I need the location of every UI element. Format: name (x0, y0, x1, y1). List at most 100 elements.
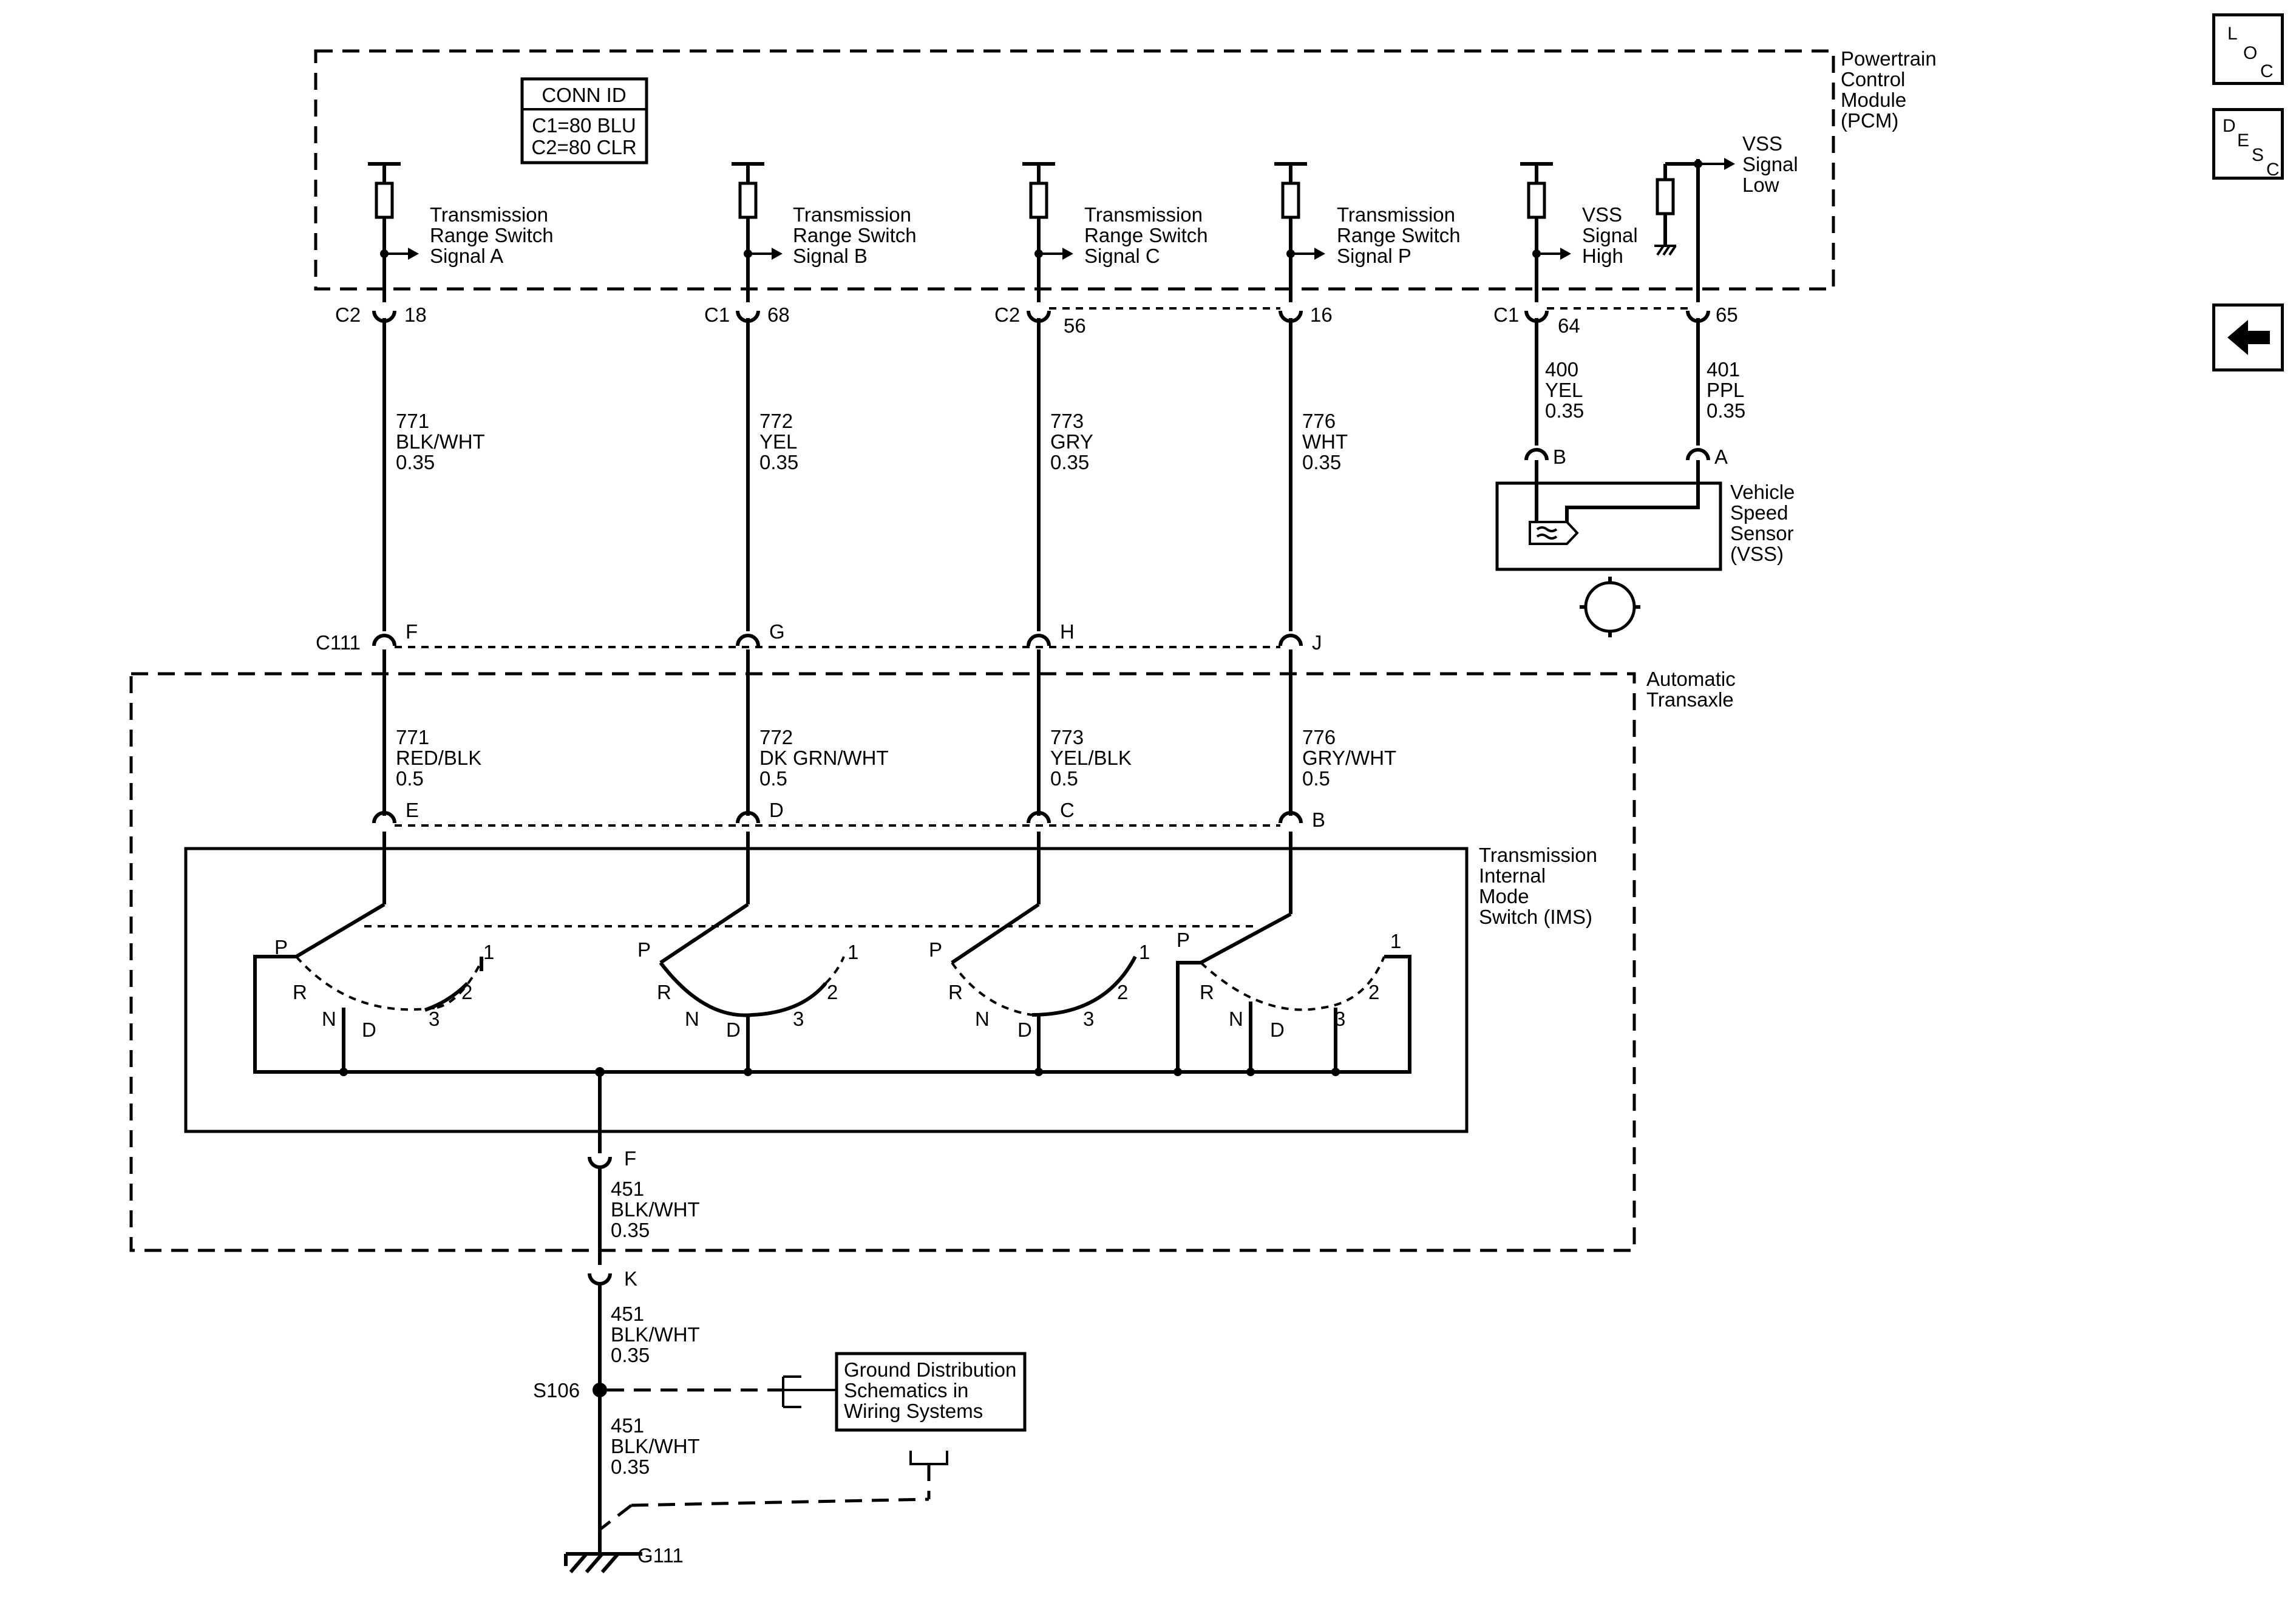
wire-771-upper-gauge: 0.35 (396, 451, 435, 473)
chassis-ground-icon (1654, 245, 1677, 256)
pcm-label-2: Control (1841, 68, 1905, 90)
conn-id-line-2: C2=80 CLR (531, 136, 636, 158)
wire-400-color: YEL (1545, 379, 1583, 401)
signal-a-label-3: Signal A (430, 245, 503, 267)
switch-c-positions: P R N D 3 2 1 (929, 938, 1150, 1041)
wire-451-a-color: BLK/WHT (611, 1198, 700, 1221)
signal-c-label-1: Transmission (1084, 203, 1203, 226)
desc-letter-c: C (2266, 160, 2280, 180)
wire-776-lower-color: GRY/WHT (1302, 747, 1396, 769)
wire-771-lower-gauge: 0.5 (396, 767, 424, 790)
signal-b-label-1: Transmission (793, 203, 911, 226)
svg-text:R: R (948, 981, 963, 1003)
loc-button[interactable]: L O C (2212, 13, 2284, 85)
pcm-circuit-signal-c: Transmission Range Switch Signal C (1022, 162, 1208, 302)
signal-c-label-3: Signal C (1084, 245, 1160, 267)
ims-pin-d: D (769, 799, 784, 821)
ims-label-1: Transmission (1479, 844, 1597, 866)
pcm-circuit-vss-high: VSS Signal High (1520, 162, 1638, 302)
svg-text:2: 2 (827, 981, 838, 1003)
vss-low-label-3: Low (1742, 174, 1779, 196)
svg-text:1: 1 (1139, 941, 1150, 963)
wire-400-gauge: 0.35 (1545, 399, 1584, 422)
pcm-label-4: (PCM) (1841, 109, 1898, 132)
conn-id-title: CONN ID (542, 84, 626, 106)
back-arrow-icon (2227, 320, 2270, 355)
vss-pin-b: B (1553, 446, 1566, 468)
conn-id-box: CONN ID C1=80 BLU C2=80 CLR (520, 77, 648, 164)
wire-776-lower-gauge: 0.5 (1302, 767, 1330, 790)
svg-text:3: 3 (1334, 1008, 1345, 1030)
back-button[interactable] (2212, 303, 2284, 371)
svg-text:R: R (293, 981, 307, 1003)
pcm-pin-5-num: 64 (1558, 314, 1580, 337)
c111-pin-f: F (406, 620, 418, 643)
svg-text:1: 1 (1390, 930, 1401, 952)
wire-772-lower-circuit: 772 (759, 726, 793, 748)
signal-p-label-1: Transmission (1337, 203, 1455, 226)
transaxle-boundary (129, 672, 1636, 1252)
signal-p-label-2: Range Switch (1337, 224, 1461, 246)
c111-label: C111 (316, 631, 361, 654)
pcm-circuit-signal-p: Transmission Range Switch Signal P (1274, 162, 1461, 302)
pcm-pin-1-conn: C2 (335, 303, 361, 326)
wire-773-upper-gauge: 0.35 (1050, 451, 1089, 473)
vss-label-1: Vehicle (1730, 481, 1795, 503)
wire-771-upper-color: BLK/WHT (396, 430, 485, 453)
pcm-pin-3-conn: C2 (994, 303, 1020, 326)
wire-776-upper-gauge: 0.35 (1302, 451, 1341, 473)
wire-773-lower-color: YEL/BLK (1050, 747, 1132, 769)
ground-ref-line-2: Schematics in (844, 1379, 968, 1402)
lower-wire-runs (382, 649, 1292, 816)
ground-ref-line-3: Wiring Systems (844, 1400, 983, 1422)
signal-p-label-3: Signal P (1337, 245, 1411, 267)
switch-a (253, 832, 600, 1074)
switch-a-positions: P R N D 3 2 1 (274, 936, 494, 1041)
loc-letter-o: O (2243, 43, 2258, 63)
ground-distribution-ref[interactable]: Ground Distribution Schematics in Wiring… (835, 1352, 1027, 1432)
wire-772-upper-circuit: 772 (759, 410, 793, 432)
svg-text:P: P (1177, 929, 1190, 951)
wire-451-b-gauge: 0.35 (611, 1344, 650, 1366)
transaxle-label-1: Automatic (1646, 668, 1736, 690)
desc-letter-d: D (2223, 116, 2236, 136)
ims-label-4: Switch (IMS) (1479, 906, 1592, 928)
ground-symbol-icon (564, 1552, 642, 1573)
signal-c-label-2: Range Switch (1084, 224, 1208, 246)
svg-text:2: 2 (461, 981, 472, 1003)
wire-451-c-circuit: 451 (611, 1414, 644, 1437)
desc-button[interactable]: D E S C (2212, 108, 2284, 180)
signal-a-label-2: Range Switch (430, 224, 554, 246)
pcm-pin-4-num: 16 (1310, 303, 1333, 326)
c111-pin-g: G (769, 620, 785, 643)
pcm-pin-6-num: 65 (1716, 303, 1738, 326)
vss-label-2: Speed (1730, 501, 1788, 524)
ims-pin-e: E (406, 799, 419, 821)
pcm-pin-5-conn: C1 (1493, 303, 1519, 326)
vss-pin-a: A (1714, 446, 1728, 468)
pcm-circuit-signal-b: Transmission Range Switch Signal B (732, 162, 917, 302)
wire-451-b-circuit: 451 (611, 1303, 644, 1325)
wire-773-lower-circuit: 773 (1050, 726, 1084, 748)
svg-text:2: 2 (1117, 981, 1128, 1003)
wire-451-c-gauge: 0.35 (611, 1456, 650, 1478)
switch-p-positions: P R N D 3 2 1 (1177, 929, 1401, 1041)
ims-box (184, 847, 1469, 1133)
svg-text:D: D (362, 1019, 376, 1041)
pcm-circuit-signal-a: Transmission Range Switch Signal A (368, 162, 554, 302)
ims-connector (372, 811, 1303, 827)
wire-776-upper-circuit: 776 (1302, 410, 1336, 432)
ims-label-2: Internal (1479, 864, 1546, 887)
switch-c (951, 832, 1178, 1074)
svg-text:N: N (322, 1008, 336, 1030)
wire-401-color: PPL (1707, 379, 1744, 401)
desc-letter-e: E (2237, 131, 2250, 151)
upper-wire-runs (382, 318, 1700, 631)
ground-pin-f: F (624, 1147, 636, 1170)
svg-text:N: N (1229, 1008, 1243, 1030)
svg-text:D: D (1270, 1019, 1285, 1041)
svg-text:D: D (726, 1019, 741, 1041)
ground-ref-line-1: Ground Distribution (844, 1358, 1016, 1381)
wire-772-upper-color: YEL (759, 430, 797, 453)
svg-text:N: N (685, 1008, 699, 1030)
